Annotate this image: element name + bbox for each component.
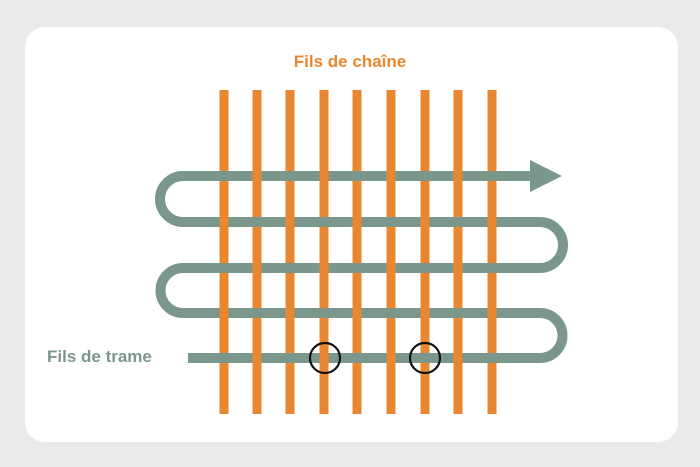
warp-thread	[252, 90, 262, 414]
warp-thread	[420, 90, 430, 414]
diagram-card	[25, 27, 678, 442]
weft-label: Fils de trame	[47, 347, 152, 366]
crossing-marker	[308, 341, 342, 375]
weft-over-segments	[218, 171, 498, 363]
warp-thread	[319, 90, 329, 414]
crossing-markers	[308, 341, 442, 375]
warp-threads	[219, 90, 497, 414]
warp-thread	[285, 90, 295, 414]
arrow-head-icon	[530, 160, 562, 192]
warp-thread	[453, 90, 463, 414]
warp-thread	[219, 90, 229, 414]
warp-thread	[487, 90, 497, 414]
crossing-marker	[408, 341, 442, 375]
warp-thread	[386, 90, 396, 414]
weft-thread	[155, 171, 568, 363]
warp-thread	[352, 90, 362, 414]
warp-label: Fils de chaîne	[293, 52, 407, 71]
